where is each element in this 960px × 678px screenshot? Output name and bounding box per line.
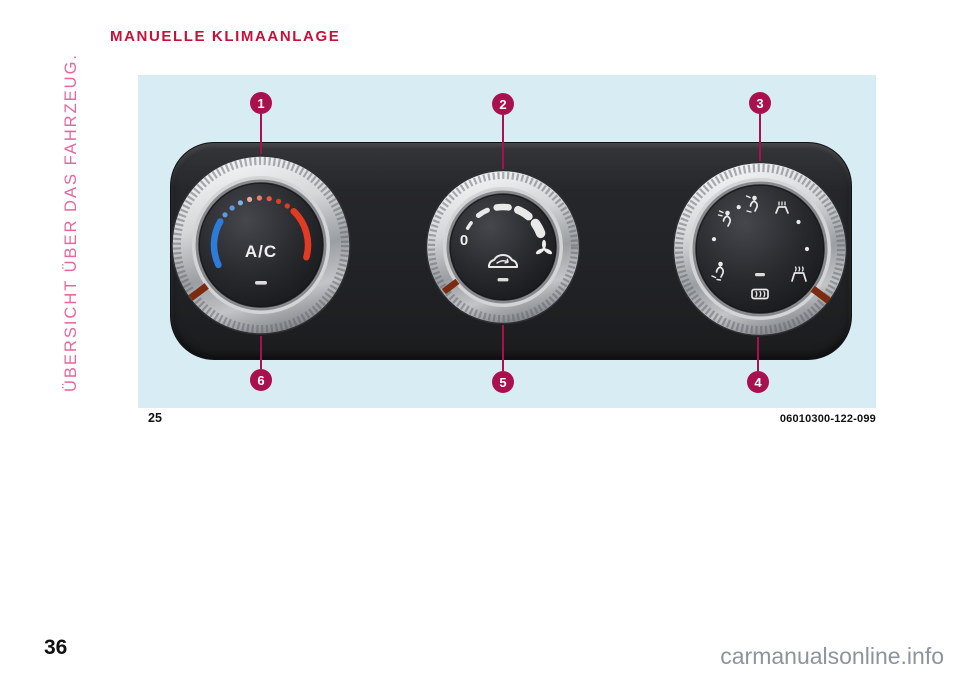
page-number: 36 xyxy=(44,636,68,659)
fan-speed-segments xyxy=(465,203,546,239)
fan-knob: 0 xyxy=(425,169,581,325)
callout-2: 2 xyxy=(492,93,514,115)
front-defrost-icon xyxy=(791,266,807,282)
knob-knurl xyxy=(173,157,349,333)
callout-line-3 xyxy=(759,114,761,161)
windshield-air-icon xyxy=(775,201,789,214)
callout-3: 3 xyxy=(749,92,771,114)
rear-defrost-icon xyxy=(751,288,769,300)
temp-dots xyxy=(222,195,290,218)
callout-line-6 xyxy=(260,336,262,369)
callout-line-1 xyxy=(260,114,262,154)
air-distribution-knob xyxy=(672,161,848,337)
ac-label: A/C xyxy=(245,242,277,261)
distribution-dots xyxy=(711,205,810,252)
knob-face xyxy=(450,194,556,300)
knob-pointer xyxy=(255,281,267,285)
page-title: MANUELLE KLIMAANLAGE xyxy=(110,28,341,45)
fan-zero-label: 0 xyxy=(460,232,468,249)
air-to-feet-icon xyxy=(711,261,725,281)
callout-4: 4 xyxy=(747,371,769,393)
knob-pointer xyxy=(497,278,509,282)
knob-knurl xyxy=(428,172,578,322)
knob-knurl xyxy=(675,164,845,334)
chapter-sidebar-label: ÜBERSICHT ÜBER DAS FAHRZEUG. xyxy=(62,53,80,392)
air-to-face-icon xyxy=(717,210,732,227)
callout-1: 1 xyxy=(250,92,272,114)
knob-index-mark xyxy=(188,283,209,301)
knob-pointer xyxy=(755,273,765,277)
fan-icon xyxy=(535,239,553,255)
figure-code: 06010300-122-099 xyxy=(779,413,876,425)
knob-index-mark xyxy=(810,285,831,304)
air-face-feet-icon xyxy=(745,195,759,213)
callout-5: 5 xyxy=(492,371,514,393)
temperature-knob: A/C xyxy=(171,155,351,335)
callout-6: 6 xyxy=(250,369,272,391)
recirculation-icon xyxy=(488,254,518,268)
knob-index-mark xyxy=(441,278,460,295)
hot-arc-icon xyxy=(290,207,312,261)
figure-image: A/C 0 xyxy=(138,75,876,408)
figure-number: 25 xyxy=(148,411,162,425)
callout-line-2 xyxy=(502,115,504,169)
cold-arc-icon xyxy=(210,218,224,269)
watermark: carmanualsonline.info xyxy=(720,643,944,669)
callout-line-4 xyxy=(757,337,759,371)
callout-line-5 xyxy=(502,325,504,371)
